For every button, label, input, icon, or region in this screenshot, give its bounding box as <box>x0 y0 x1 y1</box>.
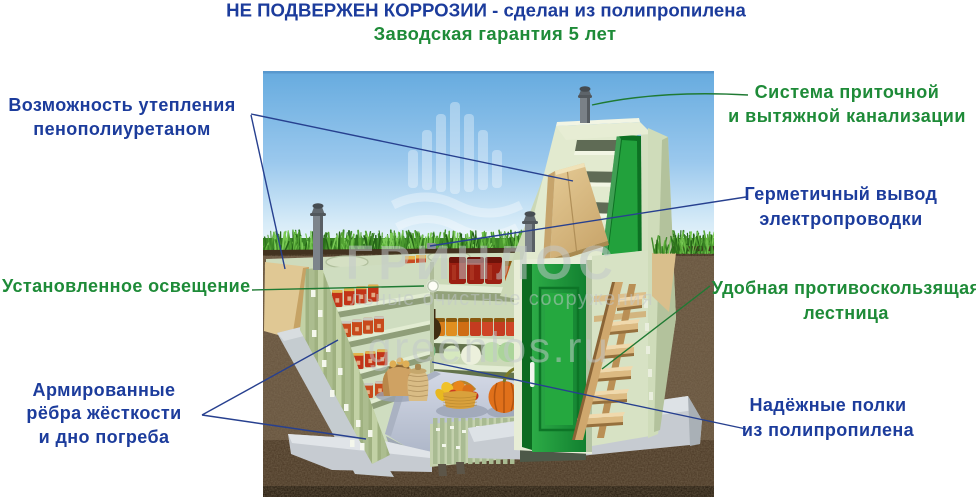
svg-text:льные очистные сооружения: льные очистные сооружения <box>350 288 654 310</box>
svg-text:Установленное освещение: Установленное освещение <box>2 276 251 296</box>
svg-text:ГРИНЛОС: ГРИНЛОС <box>346 237 619 290</box>
svg-text:greenlos.ru: greenlos.ru <box>368 324 611 372</box>
svg-text:НЕ ПОДВЕРЖЕН КОРРОЗИИ - сделан: НЕ ПОДВЕРЖЕН КОРРОЗИИ - сделан из полипр… <box>226 0 746 21</box>
svg-text:Заводская гарантия 5 лет: Заводская гарантия 5 лет <box>374 23 617 44</box>
